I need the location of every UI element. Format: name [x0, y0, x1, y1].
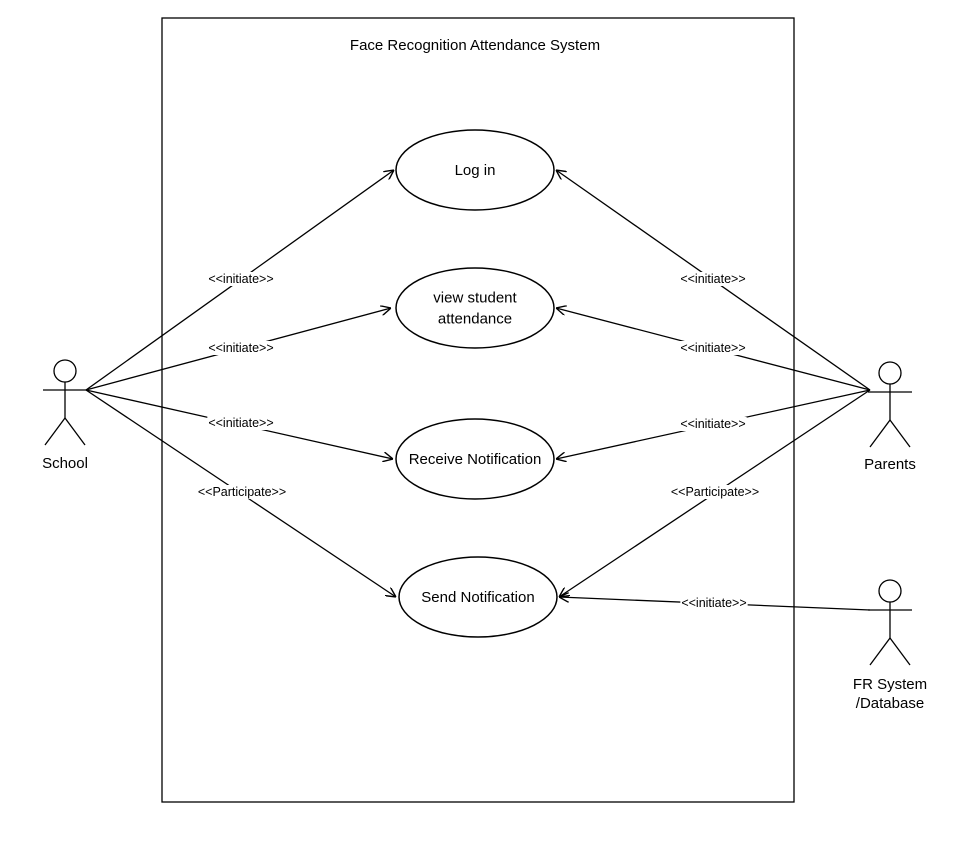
relation-label-bg: [669, 485, 761, 499]
relation-label-parents-view: <<initiate>>: [680, 341, 745, 355]
actor-label: Parents: [864, 456, 916, 473]
actor-label: School: [42, 455, 88, 472]
relation-label-bg: [679, 417, 747, 431]
actor-figure-part: [64, 417, 86, 446]
actors: School Parents FR System/Database: [42, 359, 927, 712]
use-case-receive[interactable]: Receive Notification: [395, 418, 555, 500]
use-case-ellipse: [395, 267, 555, 349]
system-boundary: [161, 17, 795, 803]
use-case-label: Receive Notification: [409, 451, 542, 468]
actor-figure-part: [889, 419, 911, 448]
relation-label-bg: [679, 272, 747, 286]
actor-figure-part: [878, 579, 902, 603]
relation-label-bg: [207, 272, 275, 286]
actor-figure-part: [53, 359, 77, 383]
use-case-label: Send Notification: [421, 589, 534, 606]
relation-label-school-send: <<Participate>>: [198, 485, 286, 499]
relation-label-school-login: <<initiate>>: [208, 272, 273, 286]
use-case-label: view student: [433, 290, 517, 307]
relation-label-bg: [680, 596, 748, 610]
relation-label-bg: [196, 485, 288, 499]
relations: <<initiate>> <<initiate>> <<initiate>> <<Pa…: [85, 170, 871, 611]
actor-label: /Database: [856, 695, 924, 712]
actor-fr[interactable]: FR System/Database: [853, 579, 927, 712]
use-case-ellipse: [398, 556, 558, 638]
actor-parents[interactable]: Parents: [864, 361, 916, 473]
use-case-login[interactable]: Log in: [395, 129, 555, 211]
relation-label-school-receive: <<initiate>>: [208, 416, 273, 430]
actor-figure-part: [889, 637, 911, 666]
relation-label-bg: [207, 341, 275, 355]
use-case-view[interactable]: view student attendance: [395, 267, 555, 349]
relation-label-bg: [679, 341, 747, 355]
relation-label-school-view: <<initiate>>: [208, 341, 273, 355]
relation-label-parents-login: <<initiate>>: [680, 272, 745, 286]
use-case-ellipse: [395, 418, 555, 500]
relation-label-parents-receive: <<initiate>>: [680, 417, 745, 431]
system-title: Face Recognition Attendance System: [350, 37, 600, 54]
use-case-send[interactable]: Send Notification: [398, 556, 558, 638]
relation-label-bg: [207, 416, 275, 430]
use-case-label: attendance: [438, 311, 512, 328]
use-case-ellipse: [395, 129, 555, 211]
use-case-label: Log in: [455, 162, 496, 179]
actor-figure-part: [869, 419, 891, 448]
actor-school[interactable]: School: [42, 359, 88, 472]
actor-figure-part: [869, 637, 891, 666]
actor-figure-part: [878, 361, 902, 385]
relation-label-fr-send: <<initiate>>: [681, 596, 746, 610]
actor-figure-part: [44, 417, 66, 446]
relation-label-parents-send: <<Participate>>: [671, 485, 759, 499]
actor-label: FR System: [853, 676, 927, 693]
